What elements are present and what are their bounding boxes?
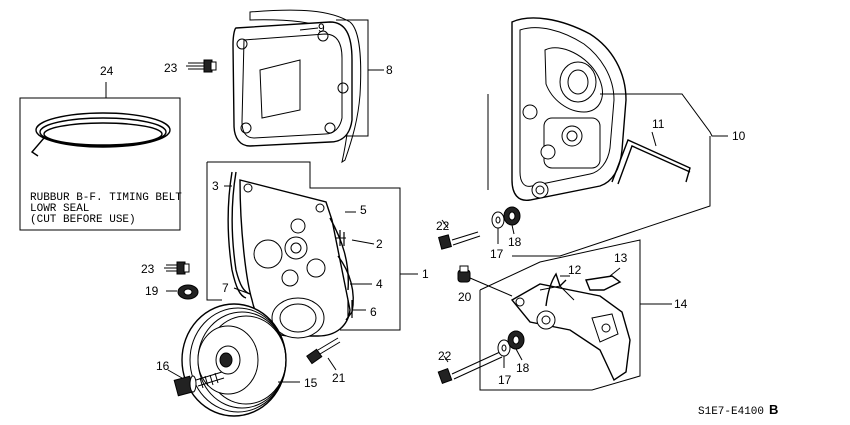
bolt-icon xyxy=(438,231,481,250)
seal-coil-icon xyxy=(30,112,171,157)
callout-17-top: 17 xyxy=(490,247,504,261)
seal-note-line-1: RUBBUR B-F. TIMING BELT xyxy=(30,192,182,204)
upper-cover-part xyxy=(232,9,362,164)
crankshaft-pulley-part xyxy=(181,303,287,417)
callout-15: 15 xyxy=(304,376,318,390)
callout-12: 12 xyxy=(568,263,582,277)
callout-7: 7 xyxy=(222,281,229,295)
callout-23-top: 23 xyxy=(164,61,178,75)
cap-icon xyxy=(457,265,471,283)
callout-18-bottom: 18 xyxy=(516,361,530,375)
callout-13: 13 xyxy=(614,251,628,265)
washer-icon xyxy=(177,284,199,300)
seal-note-box: RUBBUR B-F. TIMING BELT LOWR SEAL (CUT B… xyxy=(19,82,182,231)
tensioner-part xyxy=(510,283,631,382)
callout-16: 16 xyxy=(156,359,170,373)
callout-6: 6 xyxy=(370,305,377,319)
bolt-icon xyxy=(186,59,217,73)
diagram-code-suffix: B xyxy=(769,402,778,417)
callout-2: 2 xyxy=(376,237,383,251)
tensioner-bracket-icon xyxy=(585,275,622,291)
callout-4: 4 xyxy=(376,277,383,291)
bolt-icon xyxy=(164,261,190,275)
diagram-code: S1E7-E4100 xyxy=(698,406,764,418)
callout-22-bottom: 22 xyxy=(438,349,452,363)
callout-20: 20 xyxy=(458,290,472,304)
callout-1: 1 xyxy=(422,267,429,281)
washer-icon xyxy=(491,206,521,229)
callout-10: 10 xyxy=(732,129,746,143)
callout-17-bottom: 17 xyxy=(498,373,512,387)
callout-3: 3 xyxy=(212,179,219,193)
callout-23-mid: 23 xyxy=(141,262,155,276)
cover-bracket-icon xyxy=(611,139,691,185)
callout-18-top: 18 xyxy=(508,235,522,249)
bolt-icon xyxy=(306,337,341,365)
seal-note-line-2: LOWR SEAL xyxy=(30,203,89,215)
callout-22-top: 22 xyxy=(436,219,450,233)
bolt-icon xyxy=(437,351,503,384)
lower-cover-part xyxy=(227,171,354,339)
back-cover-part xyxy=(511,17,627,201)
callout-11: 11 xyxy=(652,117,665,131)
washer-icon xyxy=(497,330,525,357)
tensioner-spring-icon xyxy=(545,272,567,307)
seal-note-line-3: (CUT BEFORE USE) xyxy=(30,214,136,226)
pulley-bolt-icon xyxy=(173,371,225,397)
callout-14: 14 xyxy=(674,297,688,311)
callout-8: 8 xyxy=(386,63,393,77)
callout-5: 5 xyxy=(360,203,367,217)
callout-9: 9 xyxy=(318,21,325,35)
callout-21: 21 xyxy=(332,371,346,385)
callout-19: 19 xyxy=(145,284,159,298)
callout-24: 24 xyxy=(100,64,114,78)
